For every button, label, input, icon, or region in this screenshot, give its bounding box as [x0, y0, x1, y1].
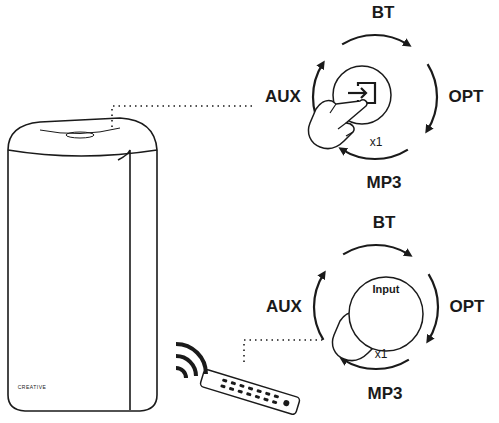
pressing-hand: [308, 100, 366, 149]
cycle-arrow: [428, 64, 437, 130]
input-button: Input: [348, 276, 424, 352]
button-label: Input: [348, 276, 424, 295]
cycle-arrow: [343, 245, 409, 254]
cycle-arrows: [313, 35, 438, 369]
press-count: x1: [375, 347, 388, 361]
leader-line: [112, 106, 255, 127]
mode-label: OPT: [450, 297, 485, 317]
leader-line: [244, 340, 322, 362]
cycle-arrow: [342, 35, 408, 44]
cycle-arrow: [342, 150, 408, 159]
remote-control: [200, 369, 301, 415]
mode-label: BT: [372, 3, 395, 23]
cycle-arrow: [429, 274, 438, 340]
brand-logo: CREATIVE: [18, 384, 47, 390]
mode-label: MP3: [367, 173, 402, 193]
speaker: [8, 118, 157, 411]
mode-label: AUX: [265, 87, 301, 107]
mode-label: BT: [373, 213, 396, 233]
mode-label: AUX: [266, 297, 302, 317]
cycle-arrow: [314, 274, 323, 340]
press-count: x1: [370, 135, 383, 149]
mode-label: MP3: [368, 384, 403, 404]
signal-waves: [176, 344, 206, 378]
mode-label: OPT: [449, 87, 484, 107]
